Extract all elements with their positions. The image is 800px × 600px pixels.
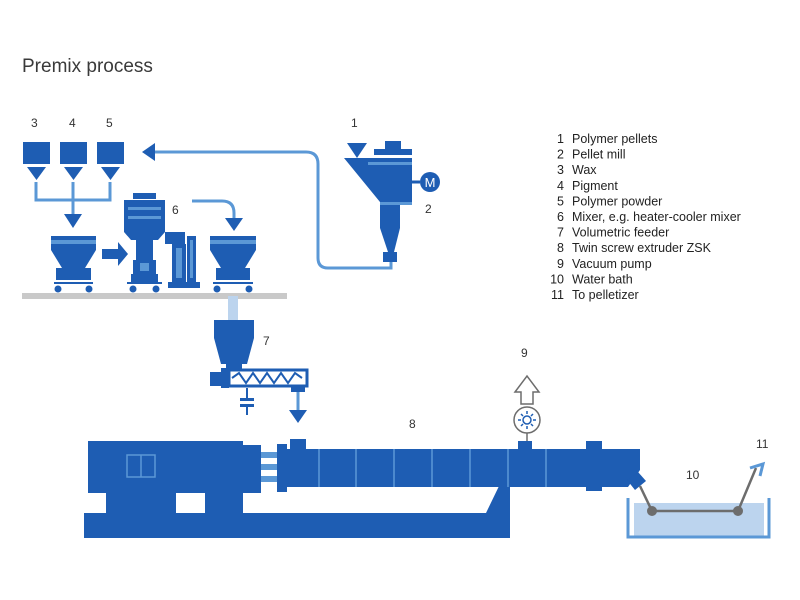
hopper-pigment <box>60 142 87 180</box>
legend: 1 Polymer pellets 2 Pellet mill 3 Wax 4 Pigment… <box>550 132 741 302</box>
label-9: 9 <box>521 346 528 360</box>
legend-number: 6 <box>557 210 564 224</box>
label-7: 7 <box>263 334 270 348</box>
label-10: 10 <box>686 468 700 482</box>
legend-label: To pelletizer <box>572 288 639 302</box>
feed-pipe <box>228 296 238 320</box>
label-11: 11 <box>756 437 769 451</box>
legend-number: 5 <box>557 194 564 208</box>
legend-label: Vacuum pump <box>572 257 652 271</box>
legend-item: 6 Mixer, e.g. heater-cooler mixer <box>557 210 741 224</box>
legend-number: 9 <box>557 257 564 271</box>
legend-label: Water bath <box>572 272 633 286</box>
arrow-to-mixer <box>102 242 128 266</box>
legend-item: 9 Vacuum pump <box>557 257 652 271</box>
legend-label: Polymer powder <box>572 194 662 208</box>
arrow-feed-to-extruder <box>289 410 307 423</box>
legend-item: 10 Water bath <box>550 272 633 286</box>
legend-number: 1 <box>557 132 564 146</box>
label-8: 8 <box>409 417 416 431</box>
twin-screw-extruder <box>84 439 646 538</box>
label-6: 6 <box>172 203 179 217</box>
arrow-mixer-to-container <box>192 199 236 219</box>
legend-item: 3 Wax <box>557 163 597 177</box>
legend-item: 7 Volumetric feeder <box>557 226 669 240</box>
legend-label: Polymer pellets <box>572 132 657 146</box>
container-right <box>210 236 256 293</box>
label-1: 1 <box>351 116 358 130</box>
hopper-polymer-powder <box>97 142 124 180</box>
motor-icon <box>420 172 440 192</box>
legend-label: Pellet mill <box>572 148 626 162</box>
legend-number: 4 <box>557 179 564 193</box>
hopper-wax <box>23 142 50 180</box>
floor-platform <box>22 293 287 299</box>
legend-number: 2 <box>557 148 564 162</box>
legend-number: 3 <box>557 163 564 177</box>
legend-label: Mixer, e.g. heater-cooler mixer <box>572 210 741 224</box>
legend-label: Pigment <box>572 179 618 193</box>
feed-lines <box>34 182 112 215</box>
legend-number: 10 <box>550 272 564 286</box>
label-4: 4 <box>69 116 76 130</box>
legend-number: 11 <box>551 288 564 302</box>
legend-item: 11 To pelletizer <box>551 288 639 302</box>
vacuum-pump <box>513 374 541 441</box>
legend-number: 8 <box>557 241 564 255</box>
water-bath <box>626 461 771 539</box>
label-3: 3 <box>31 116 38 130</box>
legend-item: 1 Polymer pellets <box>557 132 657 146</box>
legend-item: 8 Twin screw extruder ZSK <box>557 241 712 255</box>
return-line <box>152 150 393 270</box>
label-5: 5 <box>106 116 113 130</box>
legend-number: 7 <box>557 226 564 240</box>
container-left <box>51 236 96 293</box>
mixer <box>124 193 200 293</box>
volumetric-feeder <box>210 320 309 415</box>
motor-label: M <box>425 175 436 190</box>
pellet-mill: M <box>344 141 440 262</box>
legend-item: 4 Pigment <box>557 179 618 193</box>
label-2: 2 <box>425 202 432 216</box>
legend-label: Wax <box>572 163 597 177</box>
arrow-down-to-container <box>64 214 82 228</box>
legend-item: 5 Polymer powder <box>557 194 662 208</box>
diagram-title: Premix process <box>22 56 153 77</box>
legend-label: Twin screw extruder ZSK <box>572 241 712 255</box>
legend-item: 2 Pellet mill <box>557 148 625 162</box>
legend-label: Volumetric feeder <box>572 226 669 240</box>
